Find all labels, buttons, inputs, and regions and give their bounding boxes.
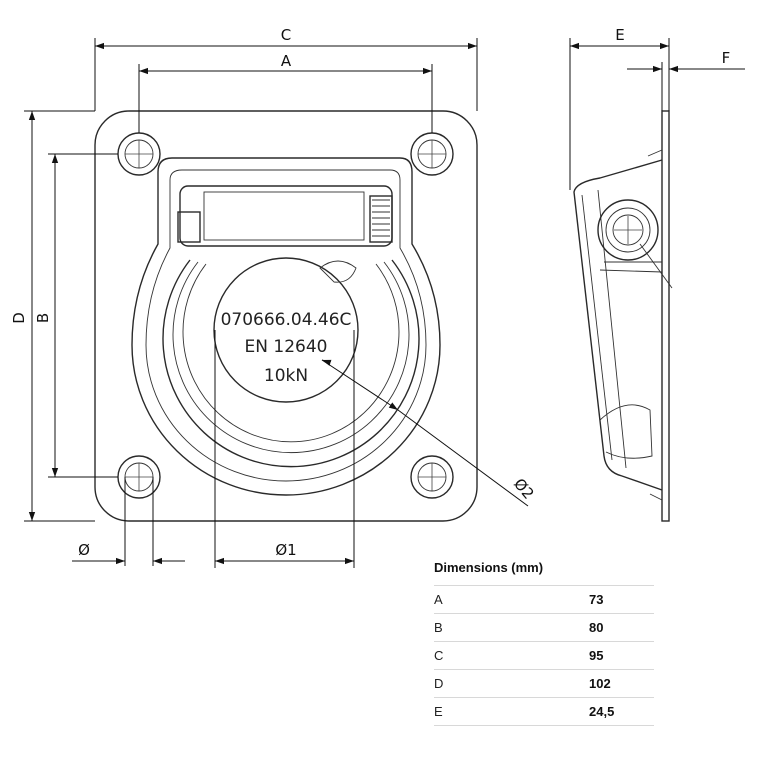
dimension-phi1: Ø1	[214, 330, 355, 568]
table-row: C 95	[434, 641, 654, 669]
engraving-line-3: 10kN	[264, 366, 308, 386]
engraving-line-2: EN 12640	[245, 337, 328, 357]
table-row: E 24,5	[434, 697, 654, 726]
dimensions-table: Dimensions (mm) A 73 B 80 C 95 D 102 E 2…	[434, 560, 654, 726]
table-key: B	[434, 620, 443, 635]
table-value: 24,5	[589, 704, 615, 719]
dimension-E: E	[569, 26, 670, 190]
table-value: 95	[589, 648, 604, 663]
label-F: F	[722, 49, 731, 67]
front-view: 070666.04.46C EN 12640 10kN	[94, 110, 478, 522]
label-phi: Ø	[78, 541, 90, 559]
table-value: 102	[589, 676, 611, 691]
label-A: A	[281, 52, 292, 70]
table-key: A	[434, 592, 443, 607]
dimension-D: D	[10, 110, 95, 522]
mounting-hole-bottom-left	[117, 455, 161, 499]
label-phi2: Ø2	[510, 475, 538, 503]
table-key: E	[434, 704, 443, 719]
label-E: E	[615, 26, 624, 44]
mounting-hole-top-left	[117, 132, 161, 176]
table-row: B 80	[434, 613, 654, 641]
label-phi1: Ø1	[275, 541, 296, 559]
label-disc	[213, 257, 359, 403]
side-plate	[661, 110, 670, 522]
side-pin	[597, 199, 673, 289]
dimension-C: C	[94, 26, 478, 111]
table-value: 80	[589, 620, 604, 635]
label-B: B	[34, 313, 52, 323]
label-C: C	[281, 26, 291, 44]
side-view	[573, 110, 673, 522]
label-D: D	[10, 312, 28, 324]
side-body	[573, 159, 663, 491]
table-value: 73	[589, 592, 604, 607]
dimension-B: B	[34, 153, 118, 478]
d-ring	[162, 259, 420, 468]
dimension-hole-diameter: Ø	[72, 477, 185, 566]
hinge-pin	[177, 185, 393, 247]
dimension-A: A	[138, 52, 433, 133]
table-key: D	[434, 676, 444, 691]
table-key: C	[434, 648, 444, 663]
recess-outline	[131, 157, 441, 496]
engraving-line-1: 070666.04.46C	[221, 310, 352, 330]
table-row: D 102	[434, 669, 654, 697]
table-row: A 73	[434, 585, 654, 613]
table-title: Dimensions (mm)	[434, 560, 544, 575]
mounting-hole-top-right	[410, 132, 454, 176]
base-plate	[94, 110, 478, 522]
mounting-hole-bottom-right	[410, 455, 454, 499]
dimension-F: F	[627, 49, 745, 111]
